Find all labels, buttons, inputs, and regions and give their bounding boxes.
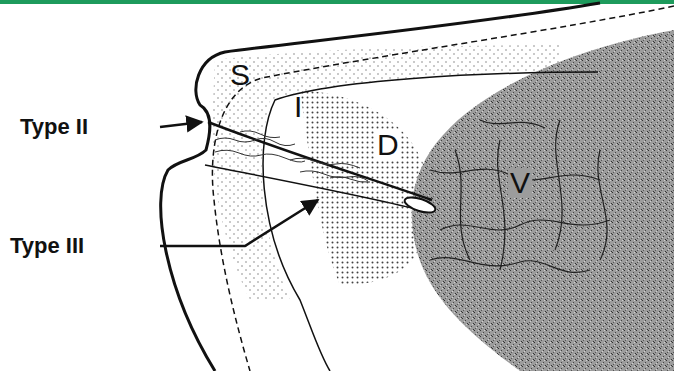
type-label: Type II — [20, 116, 88, 138]
zone-letter: I — [292, 92, 304, 122]
type-label: Type III — [10, 235, 84, 257]
zone-letter: D — [375, 130, 401, 160]
zone-letter: V — [508, 168, 532, 198]
zone-letter: S — [228, 60, 252, 90]
leader-arrow — [160, 200, 318, 246]
leader-arrow — [160, 122, 202, 127]
top-bar — [0, 0, 674, 4]
